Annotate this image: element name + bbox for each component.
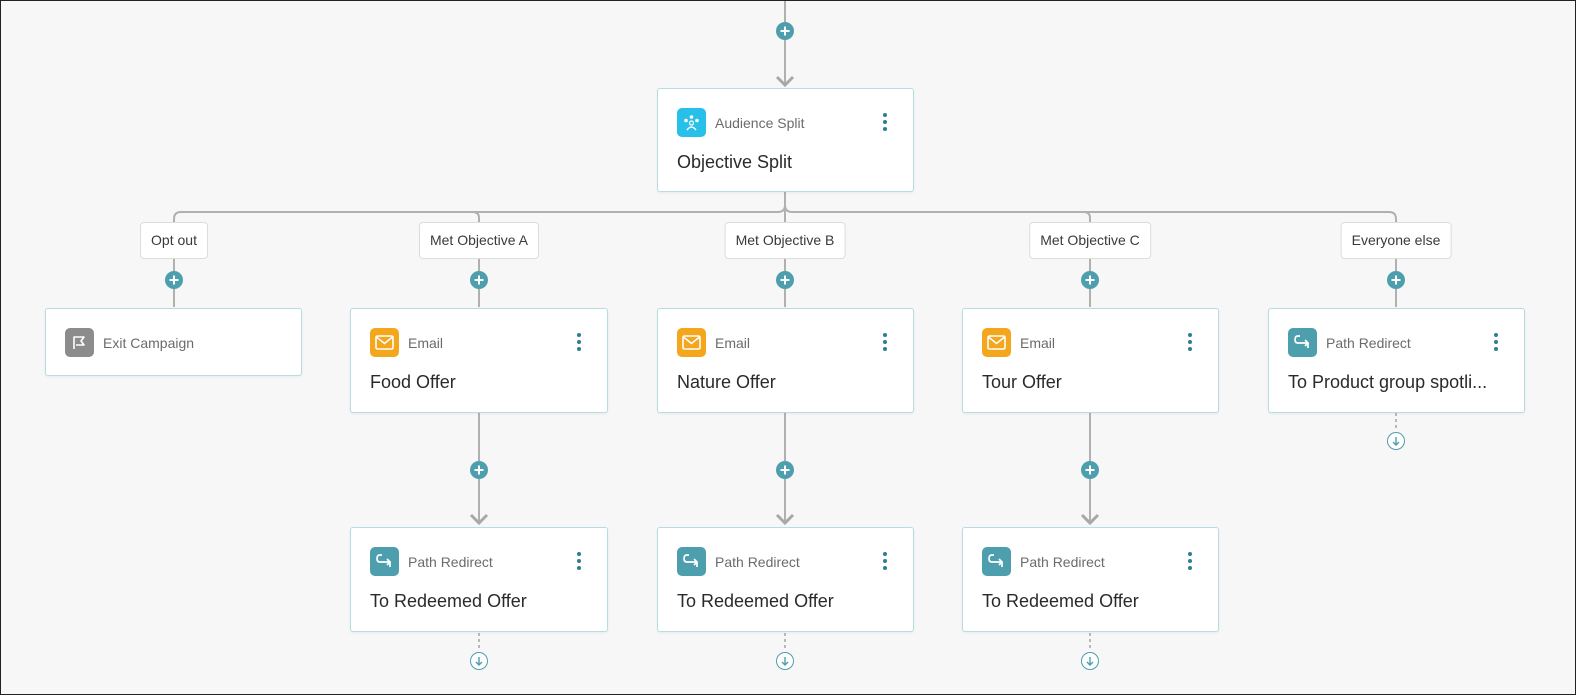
node-title: Nature Offer [677, 372, 776, 392]
node-title: Objective Split [677, 152, 793, 172]
email-node[interactable]: Email Food Offer [350, 308, 608, 413]
node-type-label: Path Redirect [1326, 335, 1411, 351]
audience-split-icon [677, 108, 706, 137]
node-type-label: Audience Split [715, 115, 805, 131]
path-redirect-icon [677, 547, 706, 576]
arrow-down-circle-icon[interactable] [470, 652, 488, 670]
node-title: To Redeemed Offer [370, 591, 527, 611]
path-redirect-node[interactable]: Path Redirect To Redeemed Offer [350, 527, 608, 632]
add-step-button[interactable] [776, 22, 794, 40]
path-redirect-icon [370, 547, 399, 576]
branch-label-objective-b[interactable]: Met Objective B [724, 222, 846, 259]
arrow-down-circle-icon[interactable] [1081, 652, 1099, 670]
more-vertical-icon[interactable] [877, 550, 893, 572]
more-vertical-icon[interactable] [877, 111, 893, 133]
path-redirect-node[interactable]: Path Redirect To Redeemed Offer [657, 527, 914, 632]
email-node[interactable]: Email Nature Offer [657, 308, 914, 413]
add-step-button[interactable] [1081, 271, 1099, 289]
node-title: To Redeemed Offer [982, 591, 1139, 611]
add-step-button[interactable] [470, 461, 488, 479]
node-title: To Redeemed Offer [677, 591, 834, 611]
node-type-label: Path Redirect [408, 554, 493, 570]
branch-label-objective-a[interactable]: Met Objective A [418, 222, 540, 259]
add-step-button[interactable] [776, 461, 794, 479]
more-vertical-icon[interactable] [1182, 331, 1198, 353]
node-type-label: Email [715, 335, 751, 351]
branch-label-everyone-else[interactable]: Everyone else [1340, 222, 1452, 259]
node-type-label: Email [1020, 335, 1056, 351]
path-redirect-node[interactable]: Path Redirect To Redeemed Offer [962, 527, 1219, 632]
envelope-icon [370, 328, 399, 357]
add-step-button[interactable] [165, 271, 183, 289]
node-title: Food Offer [370, 372, 456, 392]
node-type-label: Path Redirect [715, 554, 800, 570]
node-title: To Product group spotli... [1288, 372, 1488, 392]
email-node[interactable]: Email Tour Offer [962, 308, 1219, 413]
exit-campaign-label: Exit Campaign [103, 335, 195, 351]
more-vertical-icon[interactable] [1182, 550, 1198, 572]
path-redirect-icon [982, 547, 1011, 576]
add-step-button[interactable] [776, 271, 794, 289]
envelope-icon [982, 328, 1011, 357]
arrow-down-circle-icon[interactable] [776, 652, 794, 670]
more-vertical-icon[interactable] [571, 550, 587, 572]
add-step-button[interactable] [470, 271, 488, 289]
more-vertical-icon[interactable] [571, 331, 587, 353]
more-vertical-icon[interactable] [877, 331, 893, 353]
path-redirect-node[interactable]: Path Redirect To Product group spotli... [1268, 308, 1525, 413]
node-type-label: Email [408, 335, 444, 351]
add-step-button[interactable] [1387, 271, 1405, 289]
node-title: Tour Offer [982, 372, 1062, 392]
branch-label-objective-c[interactable]: Met Objective C [1029, 222, 1151, 259]
add-step-button[interactable] [1081, 461, 1099, 479]
node-type-label: Path Redirect [1020, 554, 1105, 570]
exit-campaign-node[interactable]: Exit Campaign [45, 308, 302, 376]
envelope-icon [677, 328, 706, 357]
arrow-down-circle-icon[interactable] [1387, 432, 1405, 450]
audience-split-node[interactable]: Audience Split Objective Split [657, 88, 914, 192]
flag-icon [65, 328, 94, 357]
branch-label-opt-out[interactable]: Opt out [140, 222, 208, 259]
path-redirect-icon [1288, 328, 1317, 357]
more-vertical-icon[interactable] [1488, 331, 1504, 353]
